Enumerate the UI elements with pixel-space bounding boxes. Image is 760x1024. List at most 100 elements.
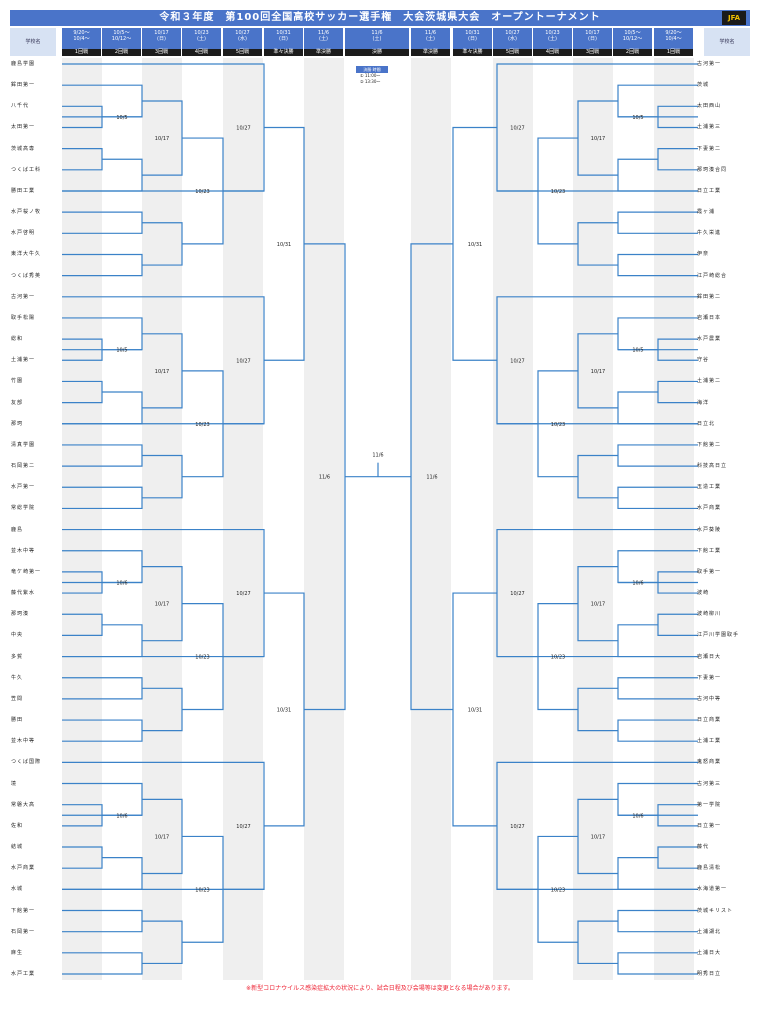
team-left: つくば工科 bbox=[11, 166, 42, 173]
team-left: 鹿島 bbox=[11, 526, 24, 533]
round-name: 5回戦 bbox=[223, 49, 262, 56]
match-date: 10/17 bbox=[155, 602, 169, 608]
match-date: 10/23 bbox=[551, 189, 565, 195]
team-right: 江戸川学園取手 bbox=[697, 632, 740, 639]
match-date: 10/31 bbox=[277, 242, 291, 248]
team-right: 茨城キリスト bbox=[697, 907, 734, 914]
team-right: 霞ヶ浦 bbox=[697, 209, 716, 216]
match-date: 11/6 bbox=[426, 475, 437, 481]
team-right: 明秀日立 bbox=[697, 971, 722, 977]
team-left: 太田第一 bbox=[11, 124, 36, 131]
r2-match bbox=[62, 909, 143, 933]
r3-match bbox=[577, 222, 618, 266]
team-left: 水城 bbox=[11, 886, 24, 893]
match-date: 10/17 bbox=[591, 602, 605, 608]
r3-match bbox=[142, 222, 183, 266]
r2-match bbox=[102, 624, 143, 658]
match-date: 10/17 bbox=[155, 834, 169, 840]
team-left: 藤代紫水 bbox=[11, 590, 36, 597]
match-date: 10/23 bbox=[551, 655, 565, 661]
team-right: 土浦第二 bbox=[697, 378, 722, 385]
r2-match bbox=[62, 677, 143, 700]
round-name: 準々決勝 bbox=[264, 49, 303, 56]
column-stripe bbox=[304, 58, 344, 980]
round-name: 5回戦 bbox=[493, 49, 532, 56]
team-left: 水戸商業 bbox=[11, 865, 36, 872]
team-right: 波崎 bbox=[697, 590, 710, 597]
round-header-5: 10/31 (日)準々決勝 bbox=[264, 28, 303, 56]
r1-match bbox=[657, 613, 698, 636]
round-header-8: 11/6 (土)準決勝 bbox=[411, 28, 450, 56]
team-right: 古河中等 bbox=[697, 695, 722, 702]
team-left: 境 bbox=[11, 780, 18, 787]
round-date: 10/5〜 10/12〜 bbox=[111, 30, 132, 42]
match-date: 10/17 bbox=[155, 136, 169, 142]
team-right: 土浦湖北 bbox=[697, 928, 722, 935]
team-right: 下妻第二 bbox=[697, 145, 722, 152]
team-right: 水戸葵陵 bbox=[697, 526, 722, 533]
r3-match bbox=[142, 454, 183, 499]
team-right: 岩瀬日大 bbox=[697, 653, 722, 660]
team-right: 牛久栄進 bbox=[697, 230, 722, 237]
team-left: 土浦第一 bbox=[11, 357, 36, 364]
team-left: 鹿島学園 bbox=[11, 61, 36, 67]
team-left: つくば国際 bbox=[11, 759, 42, 766]
r2-match bbox=[617, 391, 658, 425]
round-date: 10/17 (日) bbox=[585, 30, 600, 42]
r1-match bbox=[62, 148, 103, 171]
match-date: 10/6 bbox=[116, 580, 127, 586]
column-stripe bbox=[142, 58, 182, 980]
final-time-title: 決勝 時間 bbox=[356, 66, 388, 73]
match-date: 10/23 bbox=[551, 422, 565, 428]
team-right: 岩瀬日本 bbox=[697, 314, 722, 321]
match-date: 10/27 bbox=[236, 591, 250, 597]
r2-match bbox=[617, 158, 658, 192]
team-left: 古河第一 bbox=[11, 293, 36, 300]
match-date: 10/27 bbox=[236, 125, 250, 131]
team-left: 下館第一 bbox=[11, 907, 36, 914]
round-header-1: 10/5〜 10/12〜 2回戦 bbox=[102, 28, 141, 56]
match-date: 10/5 bbox=[632, 348, 643, 354]
match-date: 10/23 bbox=[195, 655, 209, 661]
team-right: 玉造工業 bbox=[697, 484, 722, 491]
r3-match bbox=[142, 687, 183, 732]
round-header-12: 10/17 (日)3回戦 bbox=[573, 28, 612, 56]
team-left: 常磐大高 bbox=[11, 801, 36, 808]
r2-match bbox=[617, 909, 698, 933]
team-left: 取手松陽 bbox=[11, 314, 36, 321]
team-right: 波崎柳川 bbox=[697, 611, 722, 618]
round-date: 10/27 (水) bbox=[235, 30, 250, 42]
team-left: 佐和 bbox=[11, 822, 24, 829]
team-right: 土浦工業 bbox=[697, 738, 722, 745]
team-right: 下館工業 bbox=[697, 547, 722, 554]
round-date: 10/27 (水) bbox=[505, 30, 520, 42]
r1-match bbox=[62, 380, 103, 404]
round-date: 9/20〜 10/4〜 bbox=[73, 30, 90, 42]
r2-match bbox=[617, 624, 658, 658]
team-left: 友部 bbox=[11, 399, 24, 406]
match-date: 10/27 bbox=[236, 358, 250, 364]
round-name: 準々決勝 bbox=[453, 49, 492, 56]
team-left: 清真学園 bbox=[11, 441, 36, 448]
team-right: 鬼怒商業 bbox=[697, 759, 722, 766]
match-date: 10/31 bbox=[468, 707, 482, 713]
team-right: 古河第一 bbox=[697, 61, 722, 67]
round-header-0: 9/20〜 10/4〜1回戦 bbox=[62, 28, 101, 56]
team-right: 古河第三 bbox=[697, 780, 722, 787]
r3-match bbox=[577, 920, 618, 965]
team-left: 石岡第二 bbox=[11, 463, 36, 470]
match-date: 10/27 bbox=[510, 125, 524, 131]
match-date: 10/17 bbox=[591, 834, 605, 840]
match-date: 10/27 bbox=[510, 824, 524, 830]
team-left: 多賀 bbox=[11, 653, 24, 660]
team-right: 海洋 bbox=[697, 399, 710, 406]
team-right: 日立工業 bbox=[697, 187, 722, 194]
round-name: 2回戦 bbox=[102, 49, 141, 56]
team-left: つくば秀英 bbox=[11, 272, 42, 279]
match-date: 10/23 bbox=[195, 189, 209, 195]
r1-match bbox=[657, 846, 698, 869]
column-stripe bbox=[493, 58, 533, 980]
team-right: 茨城 bbox=[697, 82, 710, 89]
team-left: 竹園 bbox=[11, 378, 24, 385]
